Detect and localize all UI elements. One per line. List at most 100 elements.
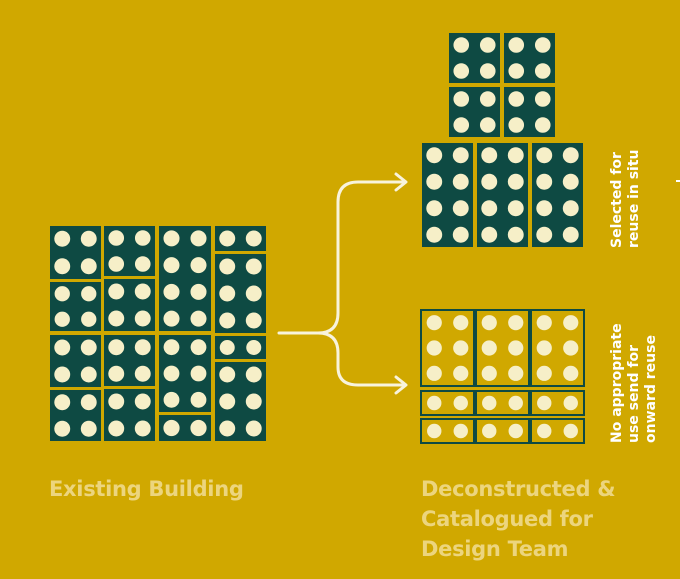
brick-stud (536, 340, 552, 356)
brick-stud (562, 226, 579, 243)
brick-stud (219, 312, 236, 329)
brick-stud (426, 226, 443, 243)
brick-stud (219, 393, 236, 410)
onward-line-2: use send for (626, 345, 642, 443)
brick-stud (534, 63, 551, 79)
brick-stud (426, 340, 442, 356)
deconstructed-line-2: Catalogued for (421, 507, 593, 531)
brick-stud (536, 315, 552, 331)
brick-stud (134, 283, 151, 300)
brick-stud (108, 393, 125, 410)
brick-stud (534, 117, 551, 133)
brick-stud (562, 173, 579, 190)
brick-stud (479, 91, 496, 107)
brick-stud (190, 365, 207, 382)
brick-stud (163, 365, 180, 382)
selected-line-2: reuse in situ (626, 149, 642, 249)
brick-stud (163, 419, 180, 437)
brick-stud (163, 391, 180, 408)
brick-stud (534, 91, 551, 107)
brick-stud (534, 37, 551, 53)
brick-stud (507, 173, 524, 190)
brick-stud (536, 173, 553, 190)
brick-stud (562, 147, 579, 164)
brick-stud (80, 339, 97, 356)
brick-stud (163, 283, 180, 300)
brick-stud (536, 226, 553, 243)
deconstructed-line-3: Design Team (421, 537, 569, 561)
brick-stud (219, 420, 236, 437)
brick-stud (452, 200, 469, 217)
brick-stud (507, 226, 524, 243)
onward-line-1: No appropriate (609, 323, 625, 443)
brick-stud (54, 420, 71, 437)
brick-stud (190, 391, 207, 408)
brick-stud (108, 256, 125, 272)
brick-stud (536, 365, 552, 381)
deconstructed-line-1: Deconstructed & (421, 477, 616, 501)
onward-line-3: onward reuse (643, 335, 659, 443)
brick-stud (54, 339, 71, 356)
deconstructed-label: Deconstructed & Catalogued for Design Te… (421, 474, 616, 564)
brick-stud (190, 230, 207, 247)
brick-stud (108, 310, 125, 327)
reuse-in-situ-bricks (420, 31, 585, 249)
brick-stud (80, 394, 97, 411)
brick-stud (479, 37, 496, 53)
brick-stud (481, 200, 498, 217)
brick-stud (190, 257, 207, 274)
brick-stud (482, 423, 497, 439)
onward-reuse-bricks (420, 309, 585, 444)
brick-stud (481, 365, 497, 381)
brick-stud (190, 419, 207, 437)
brick-stud (245, 312, 262, 329)
brick-stud (108, 283, 125, 300)
brick-stud (426, 200, 443, 217)
brick-stud (245, 230, 262, 247)
brick-stud (563, 365, 579, 381)
brick-stud (507, 147, 524, 164)
branching-arrow-icon (277, 172, 408, 395)
brick-stud (508, 91, 525, 107)
brick-stud (453, 37, 470, 53)
brick-stud (453, 365, 469, 381)
brick-stud (508, 365, 524, 381)
brick-stud (80, 366, 97, 383)
brick-stud (508, 315, 524, 331)
brick-stud (427, 423, 442, 439)
brick-stud (54, 366, 71, 383)
brick-stud (508, 340, 524, 356)
brick-stud (219, 340, 235, 355)
brick-stud (219, 230, 236, 247)
brick-stud (163, 339, 180, 356)
brick-stud (245, 258, 262, 275)
existing-building-bricks (48, 224, 268, 443)
brick-stud (508, 117, 525, 133)
brick-stud (481, 226, 498, 243)
brick-stud (426, 315, 442, 331)
brick-stud (245, 285, 262, 302)
brick-stud (108, 230, 125, 246)
onward-reuse-label: No appropriate use send for onward reuse (609, 323, 660, 443)
brick-stud (452, 173, 469, 190)
brick-stud (190, 283, 207, 300)
brick-stud (426, 173, 443, 190)
existing-building-label: Existing Building (49, 474, 244, 504)
brick-stud (163, 310, 180, 327)
brick-stud (54, 286, 70, 302)
brick-stud (453, 63, 470, 79)
brick-stud (562, 200, 579, 217)
brick-stud (563, 423, 578, 439)
brick-stud (453, 315, 469, 331)
brick-stud (80, 230, 97, 247)
brick-stud (163, 257, 180, 274)
brick-stud (427, 395, 442, 411)
brick-stud (479, 117, 496, 133)
brick-stud (108, 365, 125, 382)
brick-stud (54, 230, 71, 247)
brick-stud (426, 147, 443, 164)
brick-stud (54, 258, 71, 275)
brick-stud (81, 311, 97, 327)
